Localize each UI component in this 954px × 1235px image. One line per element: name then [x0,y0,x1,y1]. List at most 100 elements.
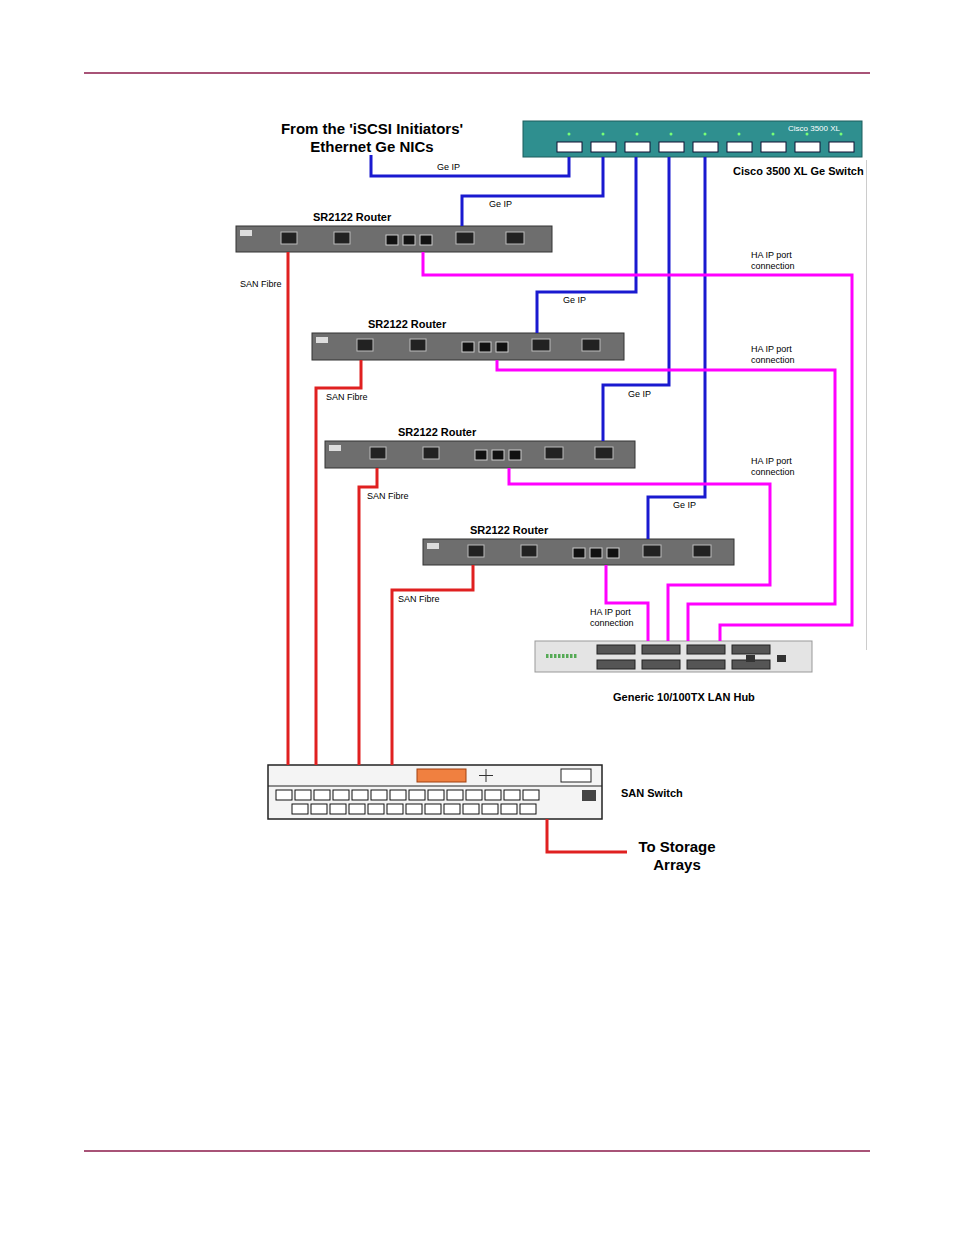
router-logo [316,337,328,343]
fc-port [463,804,479,814]
fc-port [447,790,463,800]
connector-label: SAN Fibre [366,491,410,502]
wire-label: Ge IP [436,162,461,173]
connector-wire [603,157,669,441]
connector-label: HA IP port connection [750,456,802,478]
fc-port [523,790,539,800]
san-status [561,769,591,782]
source-note: From the 'iSCSI Initiators' Ethernet Ge … [262,120,482,156]
connector-wire [509,468,770,641]
ge-switch: Cisco 3500 XLCisco 3500 XL Ge Switch [523,121,862,157]
hub-led [558,654,561,658]
hub-port-block [732,645,770,654]
sfp-port [795,142,820,152]
sfp-port [829,142,854,152]
device-name: SR2122 Router [398,426,476,438]
hub-uplink [777,655,786,662]
fc-port [485,790,501,800]
san-mgmt-port [582,790,596,801]
router-box: SR2122 Router [312,333,624,360]
port-led [636,133,639,136]
fc-port [387,804,403,814]
router-port [456,232,474,244]
ha-port [475,450,487,460]
fc-port [406,804,422,814]
device-badge: Cisco 3500 XL [788,124,840,133]
sfp-port [727,142,752,152]
router-port [334,232,350,244]
hub-led [554,654,557,658]
connector-wire [423,252,852,641]
fc-port [368,804,384,814]
fc-port [371,790,387,800]
connector-label: Ge IP [562,295,587,306]
hub-led [570,654,573,658]
sfp-port [659,142,684,152]
footer-rule [84,1150,870,1152]
fc-port [409,790,425,800]
hub-uplink [746,655,755,662]
hub-led [566,654,569,658]
fc-port [311,804,327,814]
connector-label: Ge IP [488,199,513,210]
connector-wire [287,252,290,765]
connector-label: HA IP port connection [750,250,802,272]
router-port [643,545,661,557]
router-port [410,339,426,351]
connector-label: SAN Fibre [397,594,441,605]
router-port [693,545,711,557]
hub-port-block [687,645,725,654]
fc-port [276,790,292,800]
fc-port [501,804,517,814]
hub-led [546,654,549,658]
fc-port [466,790,482,800]
hub-led [562,654,565,658]
router-body [236,226,552,252]
fc-port [295,790,311,800]
fc-port [292,804,308,814]
ha-port [573,548,585,558]
ha-port [386,235,398,245]
connector-label: SAN Fibre [325,392,369,403]
fc-port [428,790,444,800]
port-led [772,133,775,136]
router-port [423,447,439,459]
router-port [468,545,484,557]
fc-port [314,790,330,800]
ha-port [492,450,504,460]
connector-label: HA IP port connection [589,607,637,629]
connector-label: Ge IP [627,389,652,400]
router-box: SR2122 Router [423,539,734,565]
port-led [704,133,707,136]
hub-body [535,641,812,672]
hub-led [574,654,577,658]
router-port [506,232,524,244]
fc-port [482,804,498,814]
lan-hub: Generic 10/100TX LAN Hub [535,641,812,672]
fc-port [333,790,349,800]
router-body [325,441,635,468]
router-logo [427,543,439,549]
connector-wire [462,157,603,226]
router-port [281,232,297,244]
ha-port [590,548,602,558]
device-name: Generic 10/100TX LAN Hub [613,691,755,703]
router-box: SR2122 Router [236,226,552,252]
connector-wire [648,157,705,539]
connector-label: HA IP port connection [750,344,802,366]
destination-note: To Storage Arrays [622,838,732,874]
ha-port [420,235,432,245]
ha-port [607,548,619,558]
san-switch: SAN Switch [268,765,602,819]
router-body [423,539,734,565]
header-rule [84,72,870,74]
port-led [670,133,673,136]
frame-edge [866,160,867,650]
fc-port [330,804,346,814]
san-switch-body [268,765,602,819]
san-display [417,769,466,782]
initiator-wire [371,155,569,176]
sfp-port [591,142,616,152]
